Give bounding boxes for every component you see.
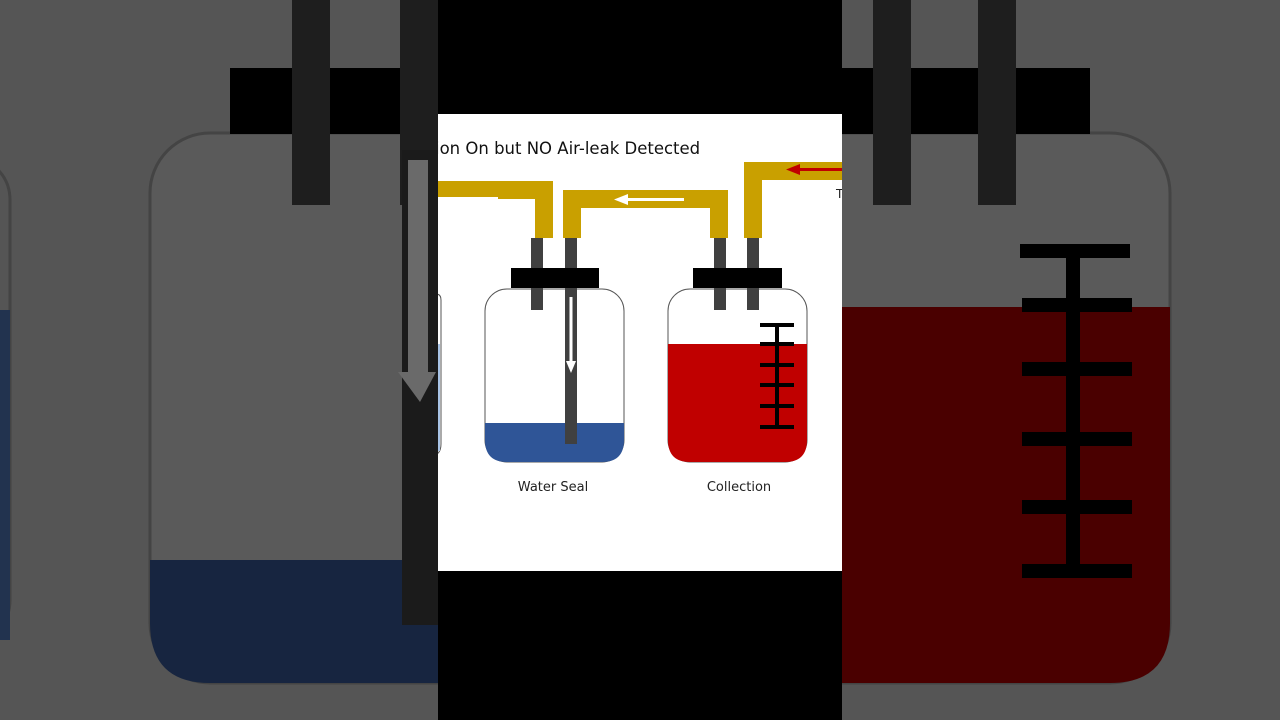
collection-label: Collection bbox=[707, 480, 771, 495]
flow-arrow-left bbox=[438, 197, 498, 200]
measurement-scale bbox=[760, 323, 794, 429]
water-seal-cap bbox=[511, 268, 599, 288]
collection-jar bbox=[667, 238, 808, 463]
video-frame: ion On but NO Air-leak Detected bbox=[438, 0, 842, 720]
flow-arrow-in bbox=[786, 164, 842, 175]
fluid-level bbox=[668, 344, 807, 462]
edge-label: T bbox=[835, 187, 842, 201]
left-partial-jar bbox=[438, 293, 442, 454]
water-level bbox=[485, 423, 624, 462]
water-seal-jar bbox=[484, 238, 625, 463]
flow-arrow-middle bbox=[614, 194, 684, 205]
slide-diagram: ion On but NO Air-leak Detected bbox=[438, 114, 842, 571]
down-arrow-icon bbox=[566, 297, 576, 373]
slide-title: ion On but NO Air-leak Detected bbox=[438, 139, 700, 158]
collection-cap bbox=[693, 268, 782, 288]
water-seal-label: Water Seal bbox=[518, 480, 588, 495]
